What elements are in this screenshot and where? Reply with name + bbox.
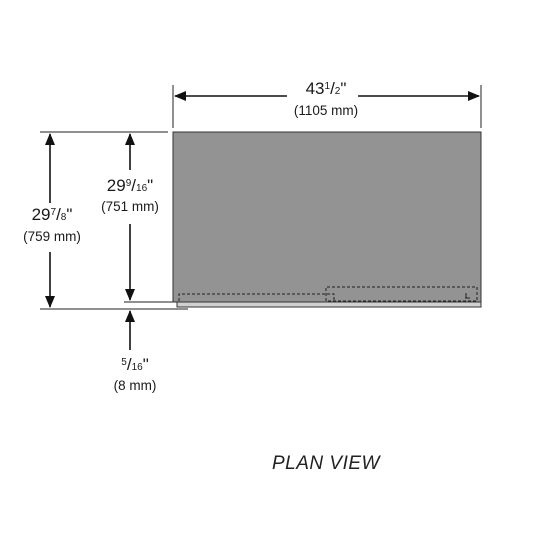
cabinet-depth-metric: (751 mm) xyxy=(101,199,159,214)
hidden-line-left xyxy=(178,293,335,301)
cabinet-depth-label: 299/16" xyxy=(106,176,154,195)
overall-depth-metric: (759 mm) xyxy=(23,229,81,244)
hidden-line-right xyxy=(325,286,478,302)
width-dimension-label: 431/2" xyxy=(305,79,347,98)
door-strip xyxy=(176,301,482,308)
cabinet-panel xyxy=(172,131,482,303)
offset-metric-label: (8 mm) xyxy=(113,378,157,393)
view-title: PLAN VIEW xyxy=(272,453,380,474)
handle-detail xyxy=(465,293,470,299)
width-metric-label: (1105 mm) xyxy=(293,103,359,118)
overall-depth-label: 297/8" xyxy=(31,205,73,224)
offset-dimension-label: 5/16" xyxy=(121,355,149,374)
